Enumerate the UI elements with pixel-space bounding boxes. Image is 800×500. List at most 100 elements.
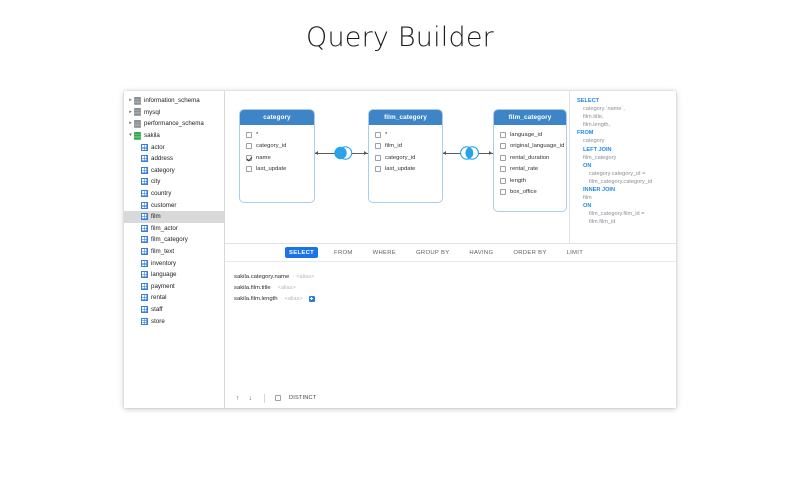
tree-item-film_text[interactable]: film_text: [124, 246, 224, 258]
twisty-icon[interactable]: ▸: [129, 108, 132, 115]
tree-item-address[interactable]: address: [124, 153, 224, 165]
column-checkbox[interactable]: [500, 131, 506, 138]
tree-item-staff[interactable]: staff: [124, 304, 224, 316]
tab-where[interactable]: WHERE: [372, 249, 397, 256]
tab-order-by[interactable]: ORDER BY: [513, 249, 547, 256]
column-checkbox[interactable]: [246, 154, 252, 161]
column-checkbox[interactable]: [500, 154, 506, 161]
column-label: last_update: [385, 166, 416, 173]
tree-item-payment[interactable]: payment: [124, 281, 224, 293]
column-row[interactable]: length: [494, 175, 566, 187]
tree-item-mysql[interactable]: ▸ mysql: [124, 107, 224, 119]
tab-having[interactable]: HAVING: [469, 249, 494, 256]
tree-item-language[interactable]: language: [124, 269, 224, 281]
tree-item-film[interactable]: film: [124, 210, 224, 223]
column-checkbox[interactable]: [375, 154, 381, 161]
database-icon: [134, 96, 141, 105]
move-up-button[interactable]: ↑: [235, 394, 240, 402]
column-row[interactable]: film_id: [369, 141, 442, 153]
move-down-button[interactable]: ↓: [248, 394, 253, 402]
sql-line: film_category.film_id = film.film_id: [577, 210, 672, 226]
distinct-toggle[interactable]: DISTINCT: [275, 395, 316, 401]
tree-item-label: inventory: [151, 259, 177, 267]
tree-item-store[interactable]: store: [124, 315, 224, 327]
column-row[interactable]: *: [369, 129, 442, 141]
select-alias-placeholder[interactable]: <alias>: [277, 284, 296, 291]
sql-line: FROM: [577, 129, 672, 137]
tab-select[interactable]: SELECT: [285, 247, 319, 258]
column-label: length: [510, 177, 527, 184]
clause-tabbar[interactable]: SELECT FROM WHERE GROUP BY HAVING ORDER BY LIM…: [225, 243, 676, 262]
column-checkbox[interactable]: [375, 131, 381, 138]
tree-item-label: mysql: [144, 108, 161, 116]
join-line-1: [315, 153, 335, 154]
select-column-row[interactable]: sakila.film.length <alias>: [234, 293, 676, 304]
select-alias-placeholder[interactable]: <alias>: [284, 295, 303, 302]
column-checkbox[interactable]: [375, 143, 381, 150]
table-icon: [141, 294, 148, 302]
tree-item-customer[interactable]: customer: [124, 199, 224, 211]
select-column-row[interactable]: sakila.film.title<alias>: [234, 282, 676, 293]
column-checkbox[interactable]: [500, 189, 506, 196]
column-checkbox[interactable]: [500, 166, 506, 173]
column-row[interactable]: category_id: [240, 141, 314, 153]
tree-item-rental[interactable]: rental: [124, 292, 224, 304]
column-checkbox[interactable]: [246, 131, 252, 138]
join-line-3: [443, 153, 461, 154]
select-alias-placeholder[interactable]: <alias>: [296, 273, 315, 280]
column-row[interactable]: last_update: [240, 164, 314, 176]
twisty-icon[interactable]: ▸: [129, 120, 132, 127]
tree-item-sakila[interactable]: ▾sakila: [124, 130, 224, 142]
column-row[interactable]: name: [240, 152, 314, 164]
tree-item-inventory[interactable]: inventory: [124, 257, 224, 269]
tree-item-category[interactable]: category: [124, 165, 224, 177]
select-column-row[interactable]: sakila.category.name<alias>: [234, 271, 676, 282]
column-row[interactable]: last_update: [369, 164, 442, 176]
column-row[interactable]: original_language_id: [494, 141, 566, 153]
column-checkbox[interactable]: [375, 166, 381, 173]
tree-item-performance_schema[interactable]: ▸performance_schema: [124, 118, 224, 130]
inner-join-icon[interactable]: [459, 144, 481, 167]
tab-group-by[interactable]: GROUP BY: [416, 249, 450, 256]
left-join-icon[interactable]: [332, 144, 354, 167]
column-row[interactable]: category_id: [369, 152, 442, 164]
column-checkbox[interactable]: [500, 143, 506, 150]
tab-from[interactable]: FROM: [334, 249, 353, 256]
column-row[interactable]: language_id: [494, 129, 566, 141]
twisty-icon[interactable]: ▾: [129, 132, 132, 139]
column-row[interactable]: *: [240, 129, 314, 141]
sql-line: film.title,: [577, 113, 672, 121]
database-icon-active: [134, 131, 141, 140]
tree-item-information_schema[interactable]: ▸information_schema: [124, 95, 224, 107]
column-label: rental_rate: [510, 166, 539, 173]
tree-item-label: rental: [151, 294, 167, 302]
column-row[interactable]: box_office: [494, 187, 566, 199]
sql-keyword: FROM: [577, 130, 594, 137]
tree-item-film_category[interactable]: film_category: [124, 234, 224, 246]
table-icon: [141, 213, 148, 221]
select-column-name: sakila.film.length: [234, 295, 278, 302]
select-clause-list[interactable]: sakila.category.name<alias>sakila.film.t…: [225, 262, 676, 388]
column-row[interactable]: rental_duration: [494, 152, 566, 164]
tree-item-label: film_actor: [151, 224, 178, 232]
sql-line: category: [577, 137, 672, 145]
column-checkbox[interactable]: [246, 166, 252, 173]
tree-item-actor[interactable]: actor: [124, 141, 224, 153]
distinct-checkbox[interactable]: [275, 395, 281, 401]
tree-item-film_actor[interactable]: film_actor: [124, 223, 224, 235]
add-column-button[interactable]: [308, 295, 315, 302]
schema-tree-sidebar[interactable]: ▸information_schema▸mysql▸performance_sc…: [124, 91, 225, 408]
column-checkbox[interactable]: [500, 177, 506, 184]
tab-limit[interactable]: LIMIT: [566, 249, 584, 256]
column-row[interactable]: rental_rate: [494, 164, 566, 176]
tree-item-city[interactable]: city: [124, 176, 224, 188]
twisty-icon[interactable]: ▸: [129, 97, 132, 104]
tree-item-country[interactable]: country: [124, 188, 224, 200]
column-checkbox[interactable]: [246, 143, 252, 150]
